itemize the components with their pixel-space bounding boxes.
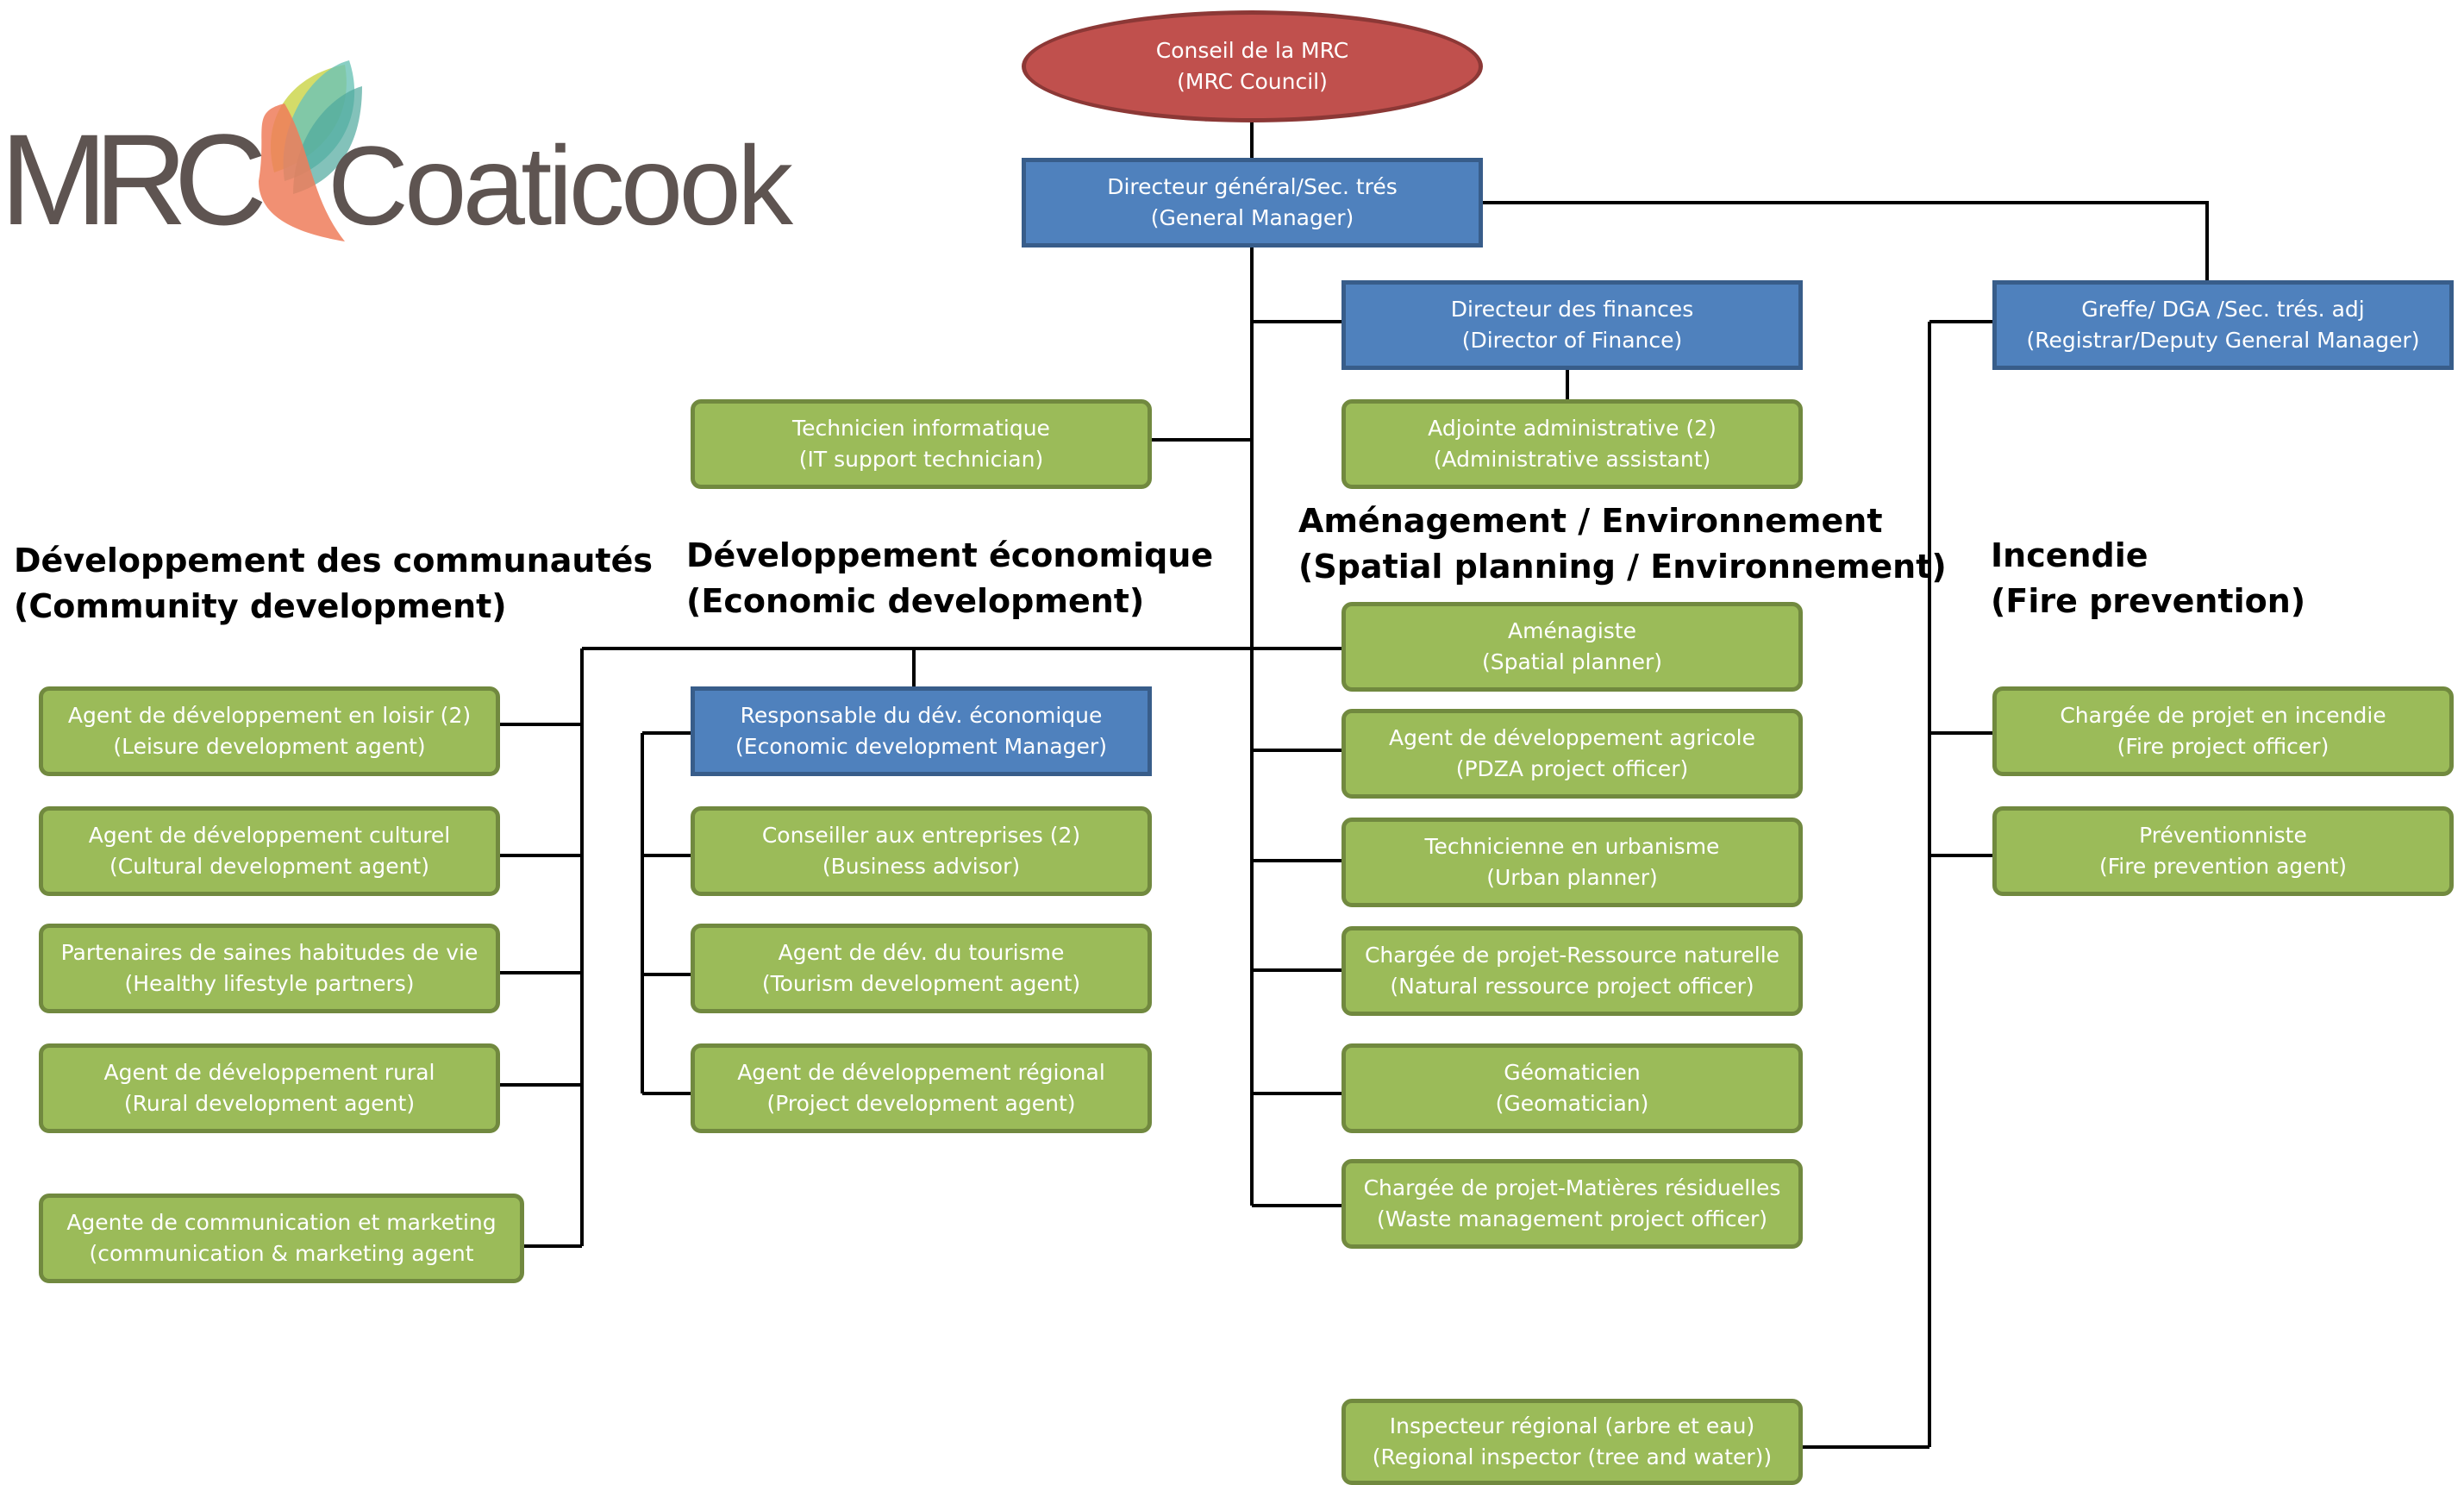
director-finance-label: Directeur des finances [1450,297,1694,322]
section-heading-community-en: (Community development) [14,587,507,625]
director-finance-label-en: (Director of Finance) [1461,328,1683,353]
community-node-label-en: (Cultural development agent) [109,854,429,879]
registrar-label-en: (Registrar/Deputy General Manager) [2026,328,2420,353]
registrar-label: Greffe/ DGA /Sec. trés. adj [2081,297,2365,322]
section-heading-economic-fr: Développement économique [686,536,1214,574]
economic-node-label-en: (Business advisor) [822,854,1021,879]
section-heading-fire: Incendie (Fire prevention) [1991,533,2305,624]
fire-node: Chargée de projet en incendie (Fire proj… [1992,686,2454,776]
general-manager-label: Directeur général/Sec. trés [1107,174,1398,199]
section-heading-economic: Développement économique (Economic devel… [686,533,1213,624]
planning-node-label: Aménagiste [1507,618,1637,643]
council-label-en: (MRC Council) [1177,69,1328,94]
community-node-label: Agent de développement rural [103,1060,435,1085]
community-node: Agent de développement culturel (Cultura… [39,806,500,896]
section-heading-fire-fr: Incendie [1991,536,2148,574]
it-technician-label: Technicien informatique [792,416,1050,441]
admin-assistant-label: Adjointe administrative (2) [1428,416,1717,441]
community-node: Agente de communication et marketing (co… [39,1194,524,1283]
community-node-label: Agent de développement culturel [88,823,451,848]
section-heading-planning-en: (Spatial planning / Environnement) [1298,548,1947,586]
registrar-node: Greffe/ DGA /Sec. trés. adj (Registrar/D… [1992,280,2454,370]
economic-node: Agent de développement régional (Project… [691,1043,1152,1133]
community-node-label: Partenaires de saines habitudes de vie [60,940,478,965]
economic-node-label-en: (Tourism development agent) [761,971,1081,996]
planning-node-label-en: (Geomatician) [1495,1091,1649,1116]
admin-assistant-node: Adjointe administrative (2) (Administrat… [1341,399,1803,489]
general-manager-node: Directeur général/Sec. trés (General Man… [1022,158,1483,248]
economic-manager-label-en: (Economic development Manager) [735,734,1107,759]
logo-coaticook-text: Coaticook [328,122,794,248]
it-technician-node: Technicien informatique (IT support tech… [691,399,1152,489]
community-node-label-en: (communication & marketing agent [89,1241,474,1266]
council-node: Conseil de la MRC (MRC Council) [1022,10,1483,122]
planning-node: Agent de développement agricole (PDZA pr… [1341,709,1803,799]
planning-node: Chargée de projet-Ressource naturelle (N… [1341,926,1803,1016]
planning-node-label-en: (PDZA project officer) [1455,756,1689,781]
fire-node-label: Préventionniste [2139,823,2307,848]
community-node-label: Agente de communication et marketing [66,1210,497,1235]
planning-node-label-en: (Urban planner) [1486,865,1658,890]
council-label: Conseil de la MRC [1155,38,1349,63]
planning-node-label-en: (Natural ressource project officer) [1390,974,1754,999]
planning-node: Géomaticien (Geomatician) [1341,1043,1803,1133]
community-node-label-en: (Healthy lifestyle partners) [124,971,415,996]
section-heading-economic-en: (Economic development) [686,582,1145,620]
section-heading-planning-fr: Aménagement / Environnement [1298,502,1883,540]
fire-node: Préventionniste (Fire prevention agent) [1992,806,2454,896]
community-node: Partenaires de saines habitudes de vie (… [39,924,500,1013]
economic-manager-label: Responsable du dév. économique [740,703,1103,728]
section-heading-fire-en: (Fire prevention) [1991,582,2306,620]
fire-node-label-en: (Fire prevention agent) [2098,854,2348,879]
planning-node-label: Technicienne en urbanisme [1424,834,1720,859]
community-node-label-en: (Leisure development agent) [113,734,426,759]
planning-node-label-en: (Waste management project officer) [1376,1206,1768,1231]
mrc-coaticook-logo: MRC Coaticook [0,60,794,250]
economic-node: Conseiller aux entreprises (2) (Business… [691,806,1152,896]
planning-node-label: Chargée de projet-Ressource naturelle [1364,943,1780,968]
director-finance-node: Directeur des finances (Director of Fina… [1341,280,1803,370]
economic-node-label: Agent de développement régional [737,1060,1105,1085]
regional-inspector-node: Inspecteur régional (arbre et eau) (Regi… [1341,1399,1803,1485]
fire-node-label: Chargée de projet en incendie [2060,703,2386,728]
planning-node: Technicienne en urbanisme (Urban planner… [1341,818,1803,907]
economic-node-label-en: (Project development agent) [766,1091,1076,1116]
community-node: Agent de développement rural (Rural deve… [39,1043,500,1133]
planning-node-label: Agent de développement agricole [1388,725,1756,750]
fire-node-label-en: (Fire project officer) [2117,734,2330,759]
planning-node: Aménagiste (Spatial planner) [1341,602,1803,692]
planning-node-label: Géomaticien [1504,1060,1641,1085]
general-manager-label-en: (General Manager) [1150,205,1354,230]
planning-node-label: Chargée de projet-Matières résiduelles [1363,1175,1781,1200]
logo-mrc-text: MRC [0,107,263,250]
admin-assistant-label-en: (Administrative assistant) [1433,447,1711,472]
section-heading-community: Développement des communautés (Community… [14,538,653,630]
planning-node: Chargée de projet-Matières résiduelles (… [1341,1159,1803,1249]
planning-node-label-en: (Spatial planner) [1481,649,1662,674]
economic-node-label: Agent de dév. du tourisme [778,940,1065,965]
economic-node-label: Conseiller aux entreprises (2) [761,823,1081,848]
regional-inspector-label-en: (Regional inspector (tree and water)) [1372,1444,1773,1469]
regional-inspector-label: Inspecteur régional (arbre et eau) [1389,1413,1755,1438]
community-node: Agent de développement en loisir (2) (Le… [39,686,500,776]
section-heading-community-fr: Développement des communautés [14,542,653,580]
economic-manager-node: Responsable du dév. économique (Economic… [691,686,1152,776]
section-heading-planning: Aménagement / Environnement (Spatial pla… [1298,498,1947,590]
community-node-label-en: (Rural development agent) [123,1091,416,1116]
economic-node: Agent de dév. du tourisme (Tourism devel… [691,924,1152,1013]
community-node-label: Agent de développement en loisir (2) [67,703,472,728]
it-technician-label-en: (IT support technician) [798,447,1044,472]
